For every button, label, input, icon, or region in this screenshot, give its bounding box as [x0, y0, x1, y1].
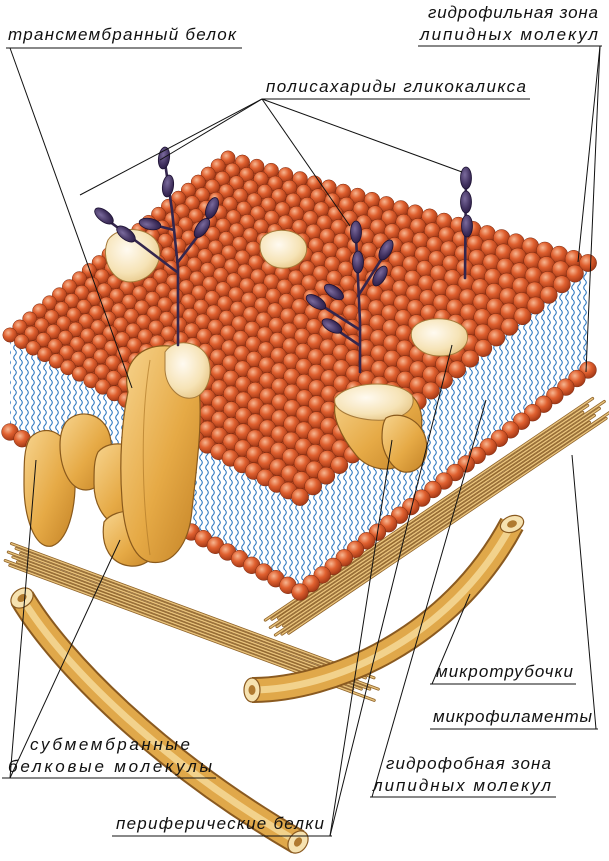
leader-polysaccharides	[262, 99, 462, 172]
surface-protein	[260, 230, 307, 268]
label-microfilaments: микрофиламенты	[430, 707, 598, 729]
label-glycocalyx-polysaccharides: полисахариды гликокаликса	[262, 77, 530, 99]
leader-microfilaments	[572, 455, 596, 729]
label-hydrophilic-zone: гидрофильная зона липидных молекул	[418, 3, 602, 46]
leader-hydrophilic-zone	[586, 46, 600, 372]
label-text: липидных молекул	[419, 25, 598, 44]
sugar-residue	[462, 215, 473, 237]
label-text: гидрофобная зона	[386, 754, 551, 773]
label-text: гидрофильная зона	[428, 3, 598, 22]
label-hydrophobic-zone: гидрофобная зона липидных молекул	[370, 754, 556, 797]
label-text: белковые молекулы	[8, 757, 212, 776]
leader-polysaccharides	[160, 99, 262, 160]
label-text: липидных молекул	[372, 776, 551, 795]
surface-protein	[411, 319, 467, 356]
lipid-head	[292, 584, 309, 601]
label-text: микрофиламенты	[433, 707, 592, 726]
label-text: трансмембранный белок	[8, 25, 237, 44]
label-microtubules: микротрубочки	[430, 662, 576, 684]
label-text: субмембранные	[30, 735, 190, 754]
label-submembrane-proteins: субмембранные белковые молекулы	[2, 735, 216, 778]
label-text: полисахариды гликокаликса	[266, 77, 526, 96]
label-text: микротрубочки	[436, 662, 574, 681]
lipid-head	[291, 488, 308, 505]
sugar-residue	[353, 251, 364, 273]
label-transmembrane-protein: трансмембранный белок	[6, 25, 242, 48]
sugar-residue	[351, 221, 362, 243]
leader-hydrophilic-zone	[578, 46, 600, 262]
sugar-residue	[461, 191, 472, 213]
sugar-residue	[461, 167, 472, 189]
label-peripheral-proteins: периферические белки	[112, 814, 332, 836]
